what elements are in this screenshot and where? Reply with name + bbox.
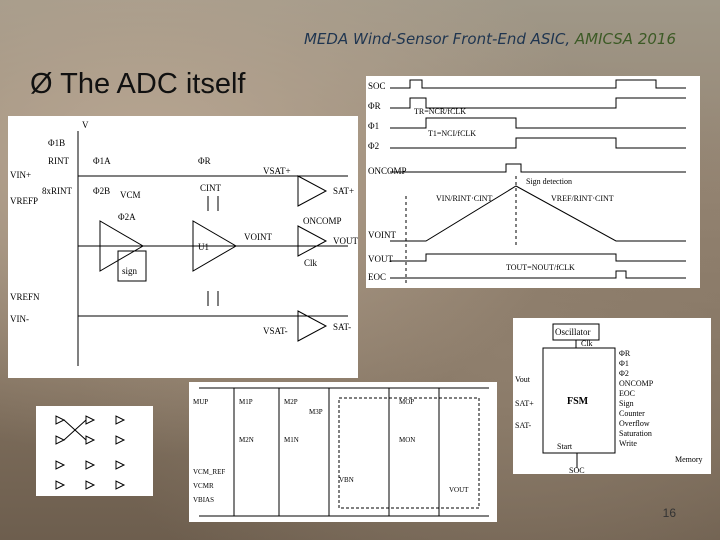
fsm-output-6: Counter <box>619 409 645 418</box>
circuit-label-21: SAT- <box>333 322 351 332</box>
schematic-label-7: MON <box>399 436 415 444</box>
schematic-label-12: VOUT <box>449 486 469 494</box>
fsm-output-7: Overflow <box>619 419 650 428</box>
timing-diagram-svg: SOC ΦR Φ1 Φ2 ONCOMP VOINT VOUT EOC TR=NC… <box>368 79 686 286</box>
circuit-label-1: RINT <box>48 156 69 166</box>
circuit-label-2: Φ1A <box>93 156 111 166</box>
fsm-output-2: Φ2 <box>619 369 629 378</box>
logic-gates-svg <box>55 415 126 490</box>
circuit-label-3: ΦR <box>198 156 211 166</box>
fsm-input-0: Vout <box>515 375 531 384</box>
fsm-clk: Clk <box>581 339 593 348</box>
circuit-label-11: VREFP <box>10 196 38 206</box>
fsm-output-3: ONCOMP <box>619 379 654 388</box>
schematic-label-8: VBN <box>339 476 354 484</box>
timing-signal-6: VOUT <box>368 254 393 264</box>
circuit-label-vcm-top: V <box>82 120 89 130</box>
fsm-output-0: ΦR <box>619 349 631 358</box>
slide-header: MEDA Wind-Sensor Front-End ASIC, AMICSA … <box>304 30 676 48</box>
timing-annotation-5: TOUT=NOUT/fCLK <box>506 263 575 272</box>
circuit-label-22: VIN- <box>10 314 29 324</box>
fsm-output-8: Saturation <box>619 429 652 438</box>
timing-diagram-panel: SOC ΦR Φ1 Φ2 ONCOMP VOINT VOUT EOC TR=NC… <box>366 76 700 288</box>
schematic-label-2: M2P <box>284 398 298 406</box>
timing-annotation-1: T1=NCI/fCLK <box>428 129 476 138</box>
timing-signal-4: ONCOMP <box>368 166 407 176</box>
fsm-output-9: Write <box>619 439 637 448</box>
circuit-label-12: Φ2A <box>118 212 136 222</box>
circuit-label-5: VIN+ <box>10 170 31 180</box>
schematic-label-10: VCMR <box>193 482 214 490</box>
title-text: The ADC itself <box>60 68 246 100</box>
fsm-output-4: EOC <box>619 389 635 398</box>
circuit-label-0: Φ1B <box>48 138 65 148</box>
circuit-label-4: VSAT+ <box>263 166 291 176</box>
timing-annotation-0: TR=NCR/fCLK <box>414 107 466 116</box>
circuit-label-15: ONCOMP <box>303 216 342 226</box>
timing-annotation-2: VIN/RINT·CINT <box>436 194 493 203</box>
schematic-label-1: M1P <box>239 398 253 406</box>
timing-signal-1: ΦR <box>368 101 381 111</box>
circuit-label-17: sign <box>122 266 138 276</box>
adc-circuit-panel: V Φ1B RINT Φ1A ΦR VSAT+ VIN+ 8xRINT Φ2B … <box>8 116 358 378</box>
schematic-label-6: M1N <box>284 436 299 444</box>
timing-annotation-3: Sign detection <box>526 177 572 186</box>
fsm-title: Oscillator <box>555 327 591 337</box>
schematic-label-5: M2N <box>239 436 254 444</box>
fsm-input-1: SAT+ <box>515 399 534 408</box>
fsm-center: FSM <box>567 396 589 407</box>
logic-gates-panel <box>36 406 153 496</box>
circuit-label-8: VCM <box>120 190 141 200</box>
header-title: MEDA Wind-Sensor Front-End ASIC, <box>303 30 571 48</box>
timing-signal-7: EOC <box>368 272 386 282</box>
header-org: AMICSA 2016 <box>574 30 676 48</box>
schematic-label-11: VBIAS <box>193 496 214 504</box>
timing-annotation-4: VREF/RINT·CINT <box>551 194 614 203</box>
circuit-label-7: Φ2B <box>93 186 110 196</box>
circuit-label-20: VSAT- <box>263 326 288 336</box>
page-number: 16 <box>662 506 676 520</box>
circuit-label-9: CINT <box>200 183 221 193</box>
fsm-input-2: SAT- <box>515 421 531 430</box>
fsm-block-svg: Oscillator Clk FSM Vout SAT+ SAT- ΦR Φ1 … <box>515 323 703 474</box>
schematic-label-0: MUP <box>193 398 208 406</box>
circuit-label-6: 8xRINT <box>42 186 72 196</box>
transistor-schematic-svg: MUP M1P M2P M3P MOP M2N M1N MON VBN VCM_… <box>193 387 489 517</box>
schematic-label-9: VCM_REF <box>193 468 225 476</box>
fsm-start: Start <box>557 442 573 451</box>
fsm-soc: SOC <box>569 466 585 474</box>
timing-signal-3: Φ2 <box>368 141 379 151</box>
timing-signal-2: Φ1 <box>368 121 379 131</box>
transistor-schematic-panel: MUP M1P M2P M3P MOP M2N M1N MON VBN VCM_… <box>189 382 497 522</box>
fsm-block-panel: Oscillator Clk FSM Vout SAT+ SAT- ΦR Φ1 … <box>513 318 711 474</box>
title-bullet: Ø <box>30 68 53 100</box>
schematic-label-3: M3P <box>309 408 323 416</box>
schematic-label-4: MOP <box>399 398 414 406</box>
fsm-memory: Memory <box>675 455 703 464</box>
circuit-label-10: SAT+ <box>333 186 354 196</box>
circuit-label-14: VOINT <box>244 232 272 242</box>
circuit-label-13: U1 <box>198 242 209 252</box>
timing-signal-0: SOC <box>368 81 386 91</box>
slide-title: Ø The ADC itself <box>30 68 245 101</box>
circuit-label-19: VREFN <box>10 292 40 302</box>
circuit-label-16: VOUT <box>333 236 358 246</box>
fsm-output-5: Sign <box>619 399 634 408</box>
adc-circuit-svg: V Φ1B RINT Φ1A ΦR VSAT+ VIN+ 8xRINT Φ2B … <box>10 120 358 366</box>
fsm-output-1: Φ1 <box>619 359 629 368</box>
timing-signal-5: VOINT <box>368 230 396 240</box>
circuit-label-18: Clk <box>304 258 318 268</box>
